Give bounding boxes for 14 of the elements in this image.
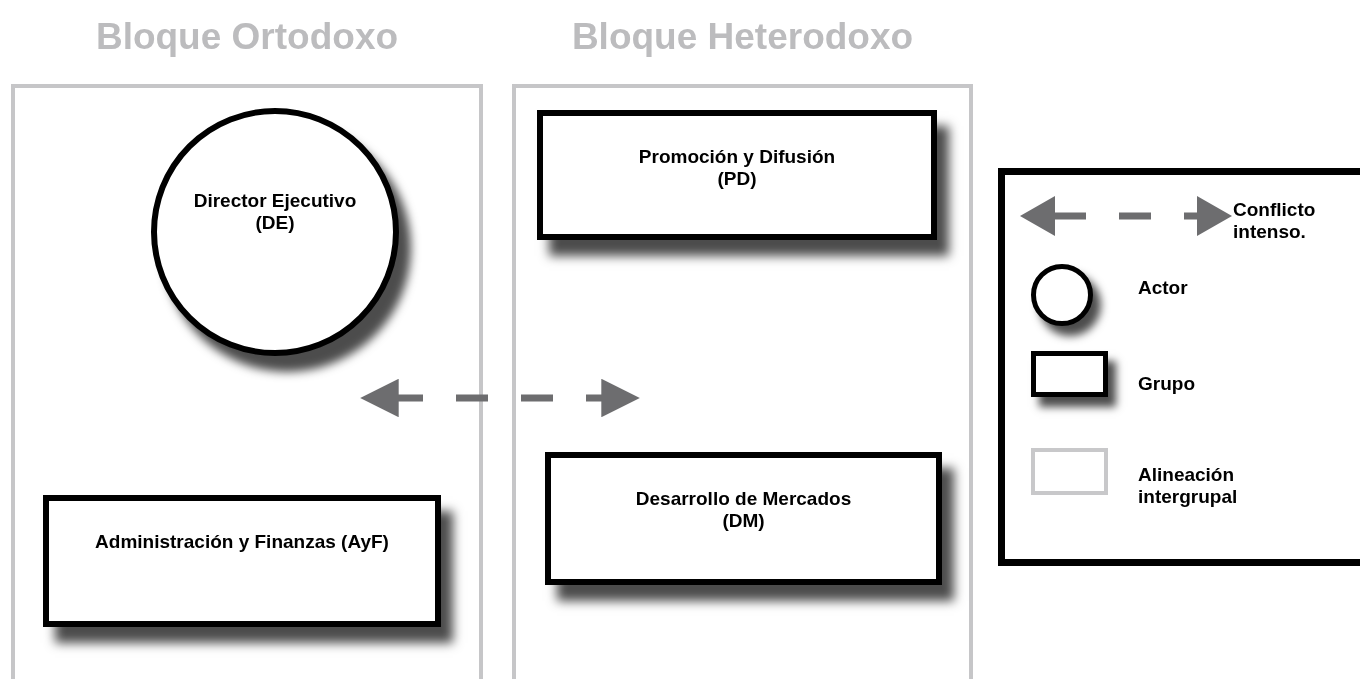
group-box xyxy=(537,110,937,240)
legend-label: Alineación intergrupal xyxy=(1138,464,1239,508)
legend-label: Actor xyxy=(1138,277,1189,299)
legend-label: Conflicto intenso. xyxy=(1233,199,1317,243)
node-label: Promoción y Difusión (PD) xyxy=(637,146,837,190)
group-box xyxy=(545,452,942,585)
node-label: Administración y Finanzas (AyF) xyxy=(95,531,389,553)
legend-label: Grupo xyxy=(1138,373,1196,395)
group-heading: Bloque Heterodoxo xyxy=(570,16,915,58)
conflict-arrow xyxy=(360,378,640,418)
node-label: Desarrollo de Mercados (DM) xyxy=(634,488,853,532)
group-box xyxy=(43,495,441,627)
node-label: Director Ejecutivo (DE) xyxy=(192,190,358,234)
group-heading: Bloque Ortodoxo xyxy=(94,16,400,58)
